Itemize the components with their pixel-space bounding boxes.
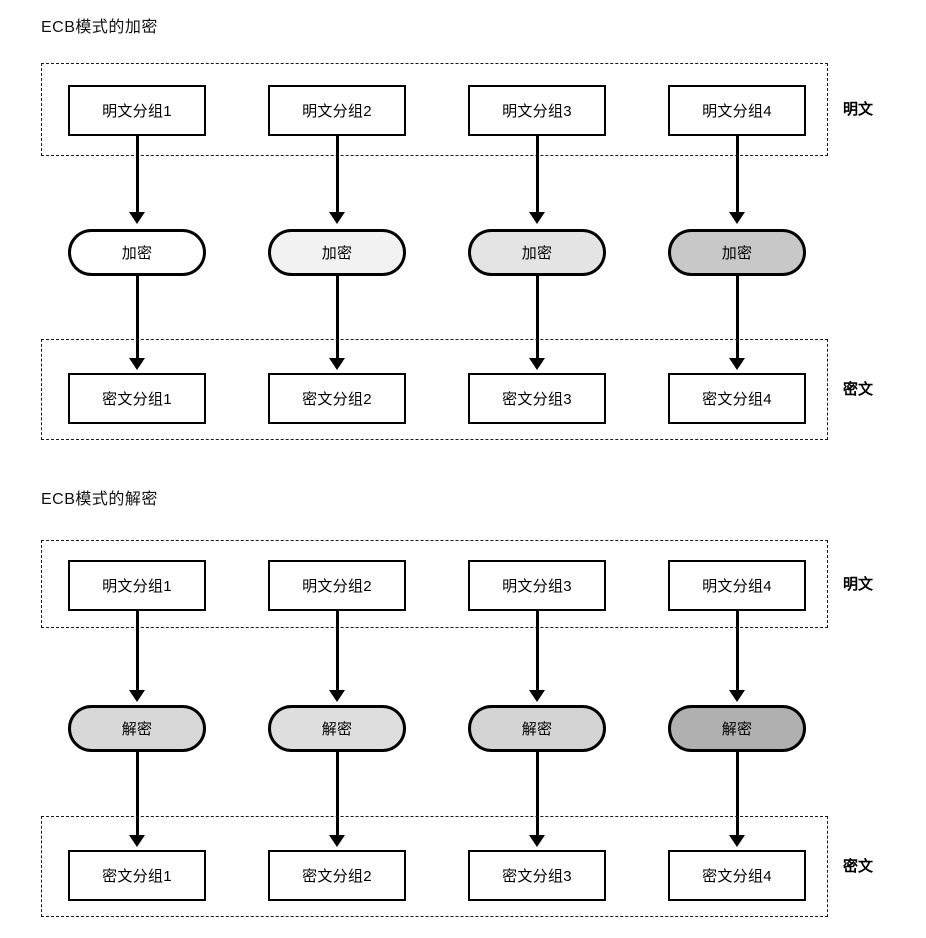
plaintext-band-label-decryption: 明文 [843, 576, 874, 593]
plaintext-block-1-encryption: 明文分组1 [68, 85, 206, 136]
plaintext-band-label-encryption: 明文 [843, 101, 874, 118]
arrow-plaintext-to-encrypt-2 [335, 136, 339, 215]
ciphertext-band-label-decryption: 密文 [843, 858, 874, 875]
ciphertext-block-4-encryption: 密文分组4 [668, 373, 806, 424]
diagram-ecb-decryption: ECB模式的解密 明文 明文分组1 明文分组2 明文分组3 明文分组4 解密 解… [0, 477, 926, 938]
ciphertext-band-encryption [41, 339, 828, 440]
arrow-encrypt-to-ciphertext-2 [335, 276, 339, 361]
arrow-decrypt-to-ciphertext-3 [535, 752, 539, 838]
diagram-title-encryption: ECB模式的加密 [41, 19, 158, 36]
arrow-plaintext-to-decrypt-3 [535, 611, 539, 693]
decrypt-node-3: 解密 [468, 705, 606, 752]
plaintext-band-encryption [41, 63, 828, 156]
arrow-plaintext-to-encrypt-3 [535, 136, 539, 215]
ciphertext-band-label-encryption: 密文 [843, 381, 874, 398]
plaintext-block-2-encryption: 明文分组2 [268, 85, 406, 136]
arrow-decrypt-to-ciphertext-2 [335, 752, 339, 838]
encrypt-node-1: 加密 [68, 229, 206, 276]
arrow-encrypt-to-ciphertext-1 [135, 276, 139, 361]
ciphertext-block-3-decryption: 密文分组3 [468, 850, 606, 901]
ciphertext-band-decryption [41, 816, 828, 917]
arrow-encrypt-to-ciphertext-3 [535, 276, 539, 361]
plaintext-block-1-decryption: 明文分组1 [68, 560, 206, 611]
encrypt-node-2: 加密 [268, 229, 406, 276]
arrow-plaintext-to-decrypt-4 [735, 611, 739, 693]
plaintext-band-decryption [41, 540, 828, 628]
ciphertext-block-4-decryption: 密文分组4 [668, 850, 806, 901]
diagram-title-decryption: ECB模式的解密 [41, 491, 158, 508]
plaintext-block-4-decryption: 明文分组4 [668, 560, 806, 611]
ciphertext-block-2-encryption: 密文分组2 [268, 373, 406, 424]
ciphertext-block-3-encryption: 密文分组3 [468, 373, 606, 424]
ciphertext-block-1-decryption: 密文分组1 [68, 850, 206, 901]
arrow-encrypt-to-ciphertext-4 [735, 276, 739, 361]
decrypt-node-4: 解密 [668, 705, 806, 752]
arrow-plaintext-to-encrypt-1 [135, 136, 139, 215]
plaintext-block-2-decryption: 明文分组2 [268, 560, 406, 611]
encrypt-node-4: 加密 [668, 229, 806, 276]
decrypt-node-1: 解密 [68, 705, 206, 752]
plaintext-block-3-encryption: 明文分组3 [468, 85, 606, 136]
diagram-ecb-encryption: ECB模式的加密 明文 明文分组1 明文分组2 明文分组3 明文分组4 加密 加… [0, 0, 926, 470]
arrow-plaintext-to-decrypt-2 [335, 611, 339, 693]
plaintext-block-4-encryption: 明文分组4 [668, 85, 806, 136]
encrypt-node-3: 加密 [468, 229, 606, 276]
ciphertext-block-2-decryption: 密文分组2 [268, 850, 406, 901]
ciphertext-block-1-encryption: 密文分组1 [68, 373, 206, 424]
arrow-plaintext-to-decrypt-1 [135, 611, 139, 693]
arrow-plaintext-to-encrypt-4 [735, 136, 739, 215]
arrow-decrypt-to-ciphertext-4 [735, 752, 739, 838]
plaintext-block-3-decryption: 明文分组3 [468, 560, 606, 611]
decrypt-node-2: 解密 [268, 705, 406, 752]
arrow-decrypt-to-ciphertext-1 [135, 752, 139, 838]
